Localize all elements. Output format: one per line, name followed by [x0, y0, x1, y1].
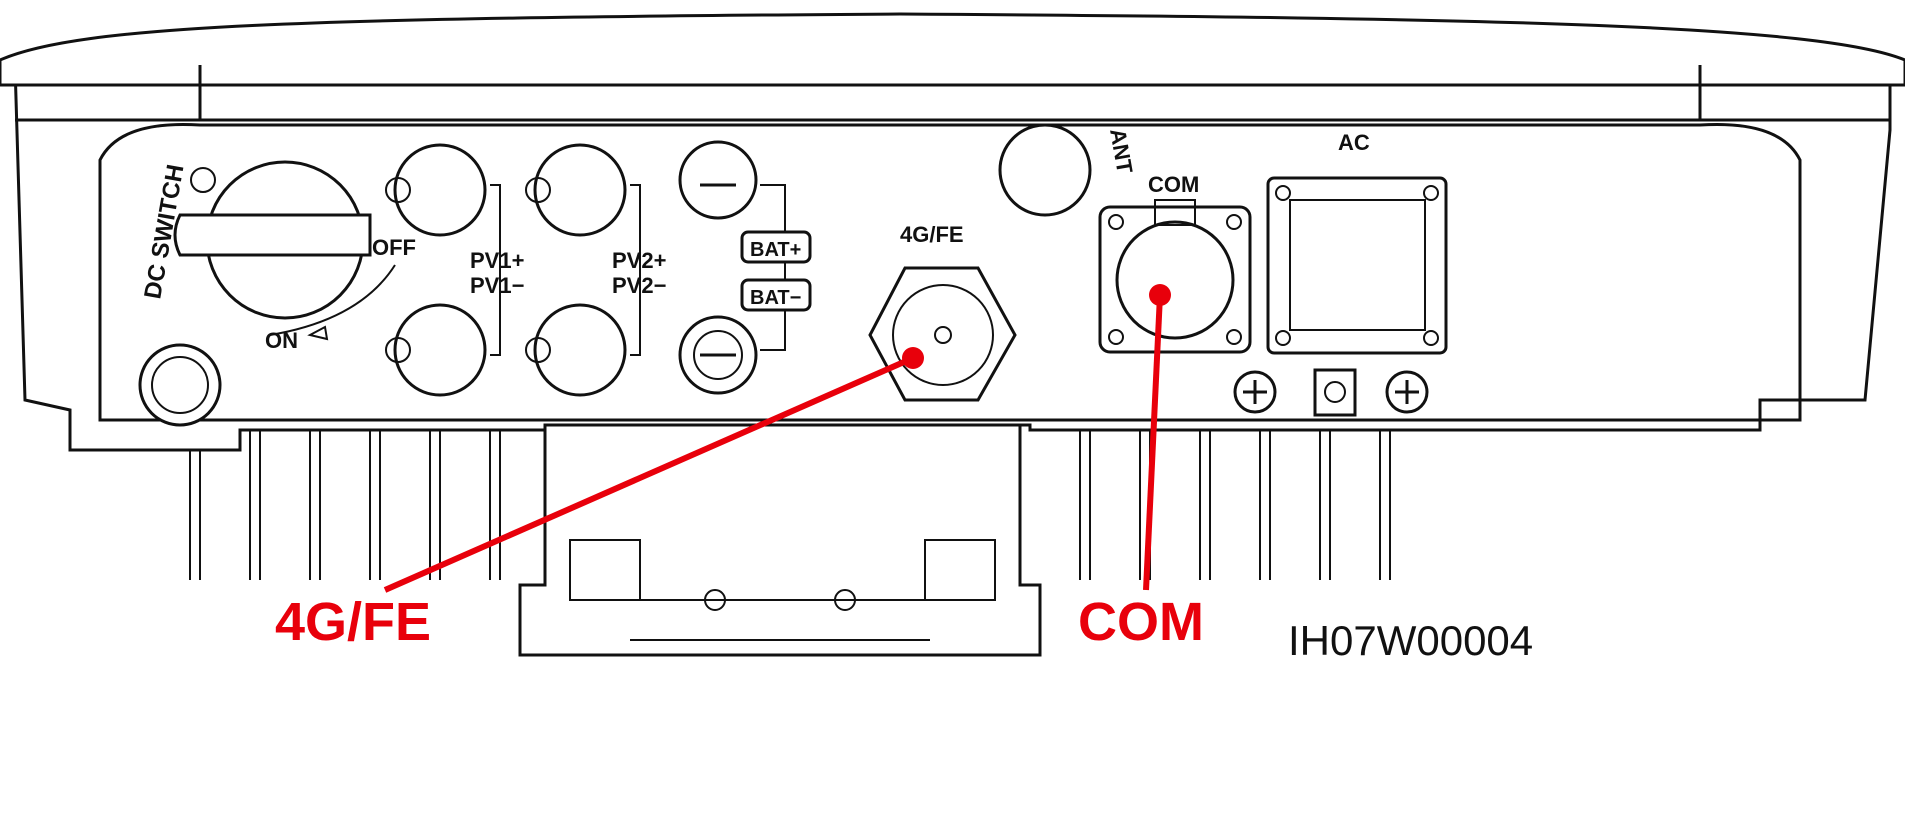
- callout-label-com: COM: [1078, 592, 1204, 652]
- pv2-minus-label: PV2−: [612, 273, 666, 298]
- com-port-label: COM: [1148, 172, 1199, 197]
- ground-screws: [1233, 368, 1429, 417]
- bat-plus-label: BAT+: [750, 239, 801, 261]
- bat-minus-label: BAT−: [750, 287, 801, 309]
- ac-label: AC: [1338, 130, 1370, 155]
- 4g-fe-port-label: 4G/FE: [900, 222, 964, 247]
- callout-4g-fe: [383, 347, 924, 593]
- 4g-fe-port[interactable]: [868, 266, 1017, 402]
- pv1-plus-label: PV1+: [470, 248, 524, 273]
- pv-connectors: [385, 143, 641, 397]
- callout-com: [1143, 284, 1171, 591]
- inverter-lid: [0, 12, 1905, 87]
- off-label: OFF: [372, 235, 416, 260]
- com-port[interactable]: [1098, 199, 1252, 354]
- antenna-port: [998, 123, 1092, 217]
- callout-label-4g-fe: 4G/FE: [275, 592, 431, 652]
- pv1-minus-label: PV1−: [470, 273, 524, 298]
- battery-connectors: [678, 140, 812, 395]
- dc-switch[interactable]: [173, 160, 396, 341]
- mounting-bracket: [518, 423, 1042, 657]
- pv2-plus-label: PV2+: [612, 248, 666, 273]
- ac-port: [1266, 176, 1448, 355]
- on-label: ON: [265, 328, 298, 353]
- figure-id: IH07W00004: [1288, 617, 1533, 664]
